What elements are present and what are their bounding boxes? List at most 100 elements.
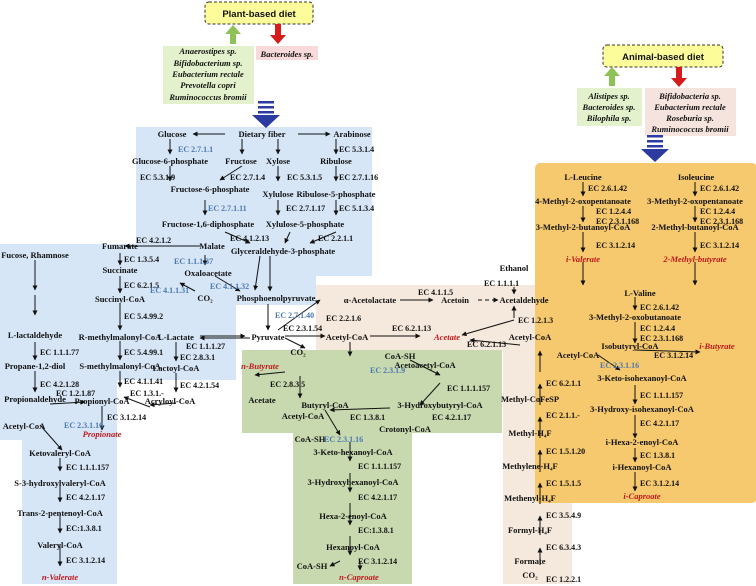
node-lactald: L-lactaldehyde [8,330,63,340]
ec-e7: EC 2.7.1.11 [208,204,247,213]
ec-e54: EC 1.5.1.20 [546,447,585,456]
node-valcoa: Valeryl-CoA [37,540,83,550]
node-leucine: L-Leucine [564,172,602,182]
plant-down-arrow [270,24,286,44]
node-succinate: Succinate [103,265,138,275]
node-s3hv: S-3-hydroxylvaleryl-CoA [14,478,106,488]
ec-e10: EC 4.1.2.13 [230,234,269,243]
plant-title-box [204,1,314,25]
node-arabinose: Arabinose [333,129,371,139]
node-pep: Phosphoenolpyruvate [237,293,316,303]
ec-e27: EC 2.3.1.16 [64,421,103,430]
node-acetylcoa-orange: Acetyl-CoA [557,350,600,360]
node-icaproate: i-Caproate [623,491,661,501]
node-xylose: Xylose [266,156,290,166]
node-f16dp: Fructose-1,6-diphosphate [162,219,255,229]
animal-down-box [645,88,736,136]
plant-down-box [256,46,318,60]
ec-e72: EC 1.1.1.157 [640,391,683,400]
enzyme-labels: EC 2.7.1.1 EC 5.3.1.9 EC 2.7.1.4 EC 5.3.… [40,145,743,584]
ec-e15: EC 6.2.1.5 [124,281,159,290]
node-co2a: CO₂ [197,293,213,303]
node-ihexenoyl: i-Hexa-2-enoyl-CoA [606,437,680,447]
animal-up-0: Alistipes sp. [587,91,630,101]
pathway-arrows [32,131,701,571]
node-oxaloacetate: Oxaloacetate [184,268,231,278]
ec-e75: EC 3.1.2.14 [640,479,679,488]
node-ihexcoa: i-Hexanoyl-CoA [612,462,672,472]
node-hexenoyl: Hexa-2-enoyl-CoA [319,511,387,521]
ec-e53: EC 2.1.1.- [546,411,580,420]
ec-e5: EC 5.3.1.4 [339,145,374,154]
animal-up-box [577,88,642,126]
node-acetylcoa-wl: Acetyl-CoA [509,332,552,342]
node-co2b: CO₂ [290,347,306,357]
ec-e39: EC 1.2.1.3 [518,316,553,325]
animal-up-2: Bilophila sp. [586,113,631,123]
animal-down-3: Ruminococcus bromii [650,124,729,134]
node-valine: L-Valine [624,288,656,298]
ec-e60: EC 1.2.4.4 [596,207,631,216]
node-m4ox: 4-Methyl-2-oxopentanoate [535,196,631,206]
node-acetate-red: Acetate [433,332,460,342]
ec-e18: EC 5.4.99.2 [124,312,163,321]
animal-title-box [602,44,724,68]
node-x5p: Xylulose-5-phosphate [266,219,345,229]
ec-e35: EC 4.1.1.5 [418,288,453,297]
ec-e71: EC 2.3.1.16 [600,361,639,370]
ec-e28: EC 1.1.1.27 [186,342,225,351]
ec-e50: EC:1.3.8.1 [358,526,394,535]
node-m3but: 3-Methyl-2-butanoyl-CoA [536,222,631,232]
ec-e61: EC 2.3.1.168 [596,217,639,226]
plant-pointer-arrow [252,101,280,128]
ec-e41: EC 6.2.1.13 [467,340,506,349]
ec-e73: EC 4.2.1.17 [640,419,679,428]
plant-diet-header: Plant-based diet Anaerostipes sp. Bifido… [163,1,318,128]
ec-e56: EC 3.5.4.9 [546,511,581,520]
ec-e67: EC 2.6.1.42 [640,303,679,312]
node-co2c: CO₂ [522,570,538,580]
ec-e47: EC 2.3.1.16 [324,435,363,444]
node-mbutyrate: 2-Methyl-butyrate [662,254,726,264]
blue-panel-carbohydrates [0,127,372,584]
node-fucose: Fucose, Rhamnose [1,250,69,260]
node-hydroxhex: 3-Hydroxyhexanoyl-CoA [308,477,400,487]
node-m3ox: 3-Methyl-2-oxopentanoate [647,196,743,206]
node-glucose: Glucose [158,129,187,139]
node-acetolact: α-Acetolactate [344,295,397,305]
ec-e58: EC 1.2.2.1 [546,575,581,584]
node-acetylcoa-green: Acetyl-CoA [282,411,325,421]
plant-up-box [163,46,254,104]
node-acetylcoa-left: Acetyl-CoA [3,421,46,431]
ec-e38: EC 2.3.1.54 [283,324,322,333]
node-fiber: Dietary fiber [239,129,286,139]
plant-up-arrow [225,25,241,44]
ec-e46: EC 1.3.8.1 [350,413,385,422]
node-acetoin: Acetoin [441,295,469,305]
ec-e11: EC 2.2.1.1 [318,234,353,243]
node-malate: Malate [199,241,225,251]
node-fumarate: Fumarate [102,241,138,251]
node-xylulose: Xylulose [262,189,293,199]
ec-e3: EC 2.7.1.4 [230,173,265,182]
orange-panel-amino-acids [535,163,756,503]
ec-e31: EC 1.1.1.157 [66,463,109,472]
ec-e44: EC 2.8.3.5 [270,380,305,389]
node-formate: Formate [514,556,545,566]
node-g3p: Glyceraldehyde-3-phosphate [231,246,336,256]
node-ketoisohex: 3-Keto-isohexanoyl-CoA [597,373,687,383]
node-lactcoa: Lactoyl-CoA [153,363,201,373]
ec-e19: EC 2.7.1.40 [275,311,314,320]
ec-e34: EC 3.1.2.14 [66,556,105,565]
ec-e70: EC 3.1.2.14 [654,351,693,360]
ec-e74: EC 1.3.8.1 [640,451,675,460]
ec-e68: EC 1.2.4.4 [640,324,675,333]
ec-e6: EC 2.7.1.16 [339,173,378,182]
ec-e64: EC 1.2.4.4 [700,207,735,216]
plant-title: Plant-based diet [222,9,296,20]
ec-e66: EC 3.1.2.14 [700,241,739,250]
node-t2p: Trans-2-pentenoyl-CoA [17,508,104,518]
plant-up-1: Bifidobacterium sp. [173,58,243,68]
ec-e29: EC 2.8.3.1 [180,353,215,362]
beige-panel-wood-ljungdahl [316,285,572,584]
